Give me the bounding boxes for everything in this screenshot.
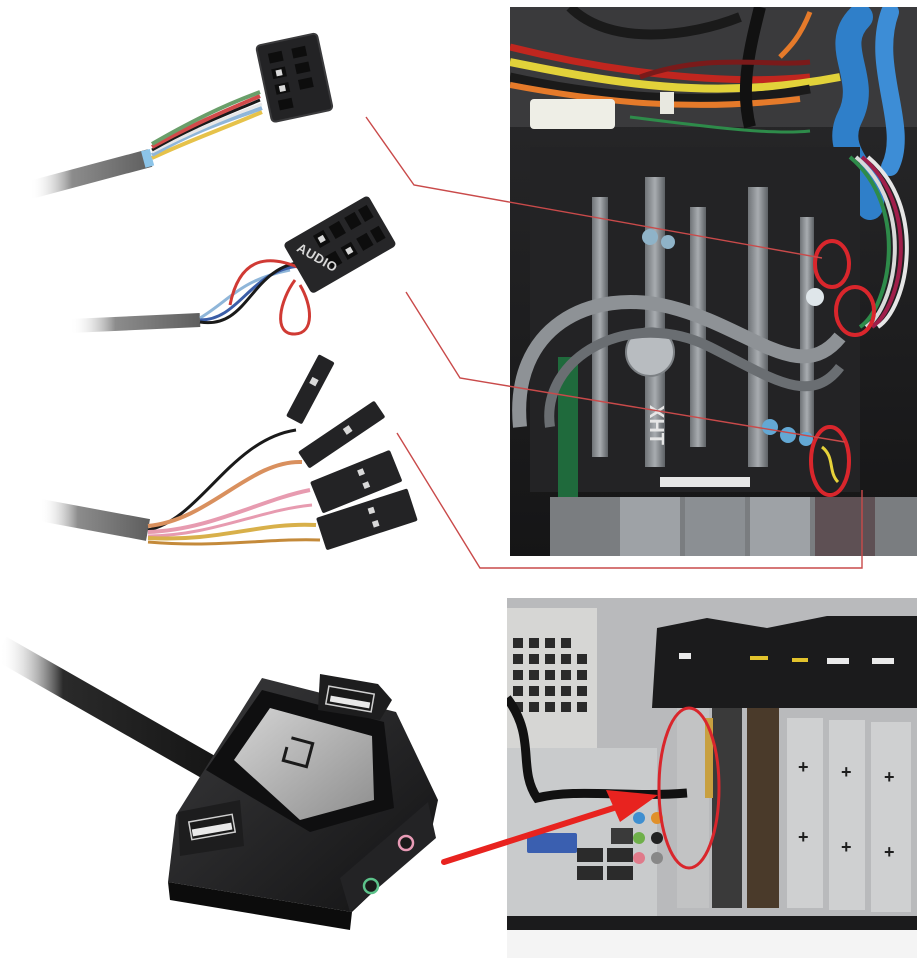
usb-header-connector bbox=[255, 32, 334, 123]
front-panel-connector-2pin-b bbox=[316, 488, 418, 550]
callout-line-front-panel bbox=[396, 432, 863, 569]
highlight-circle-usb-header bbox=[813, 239, 851, 289]
usb-port-top[interactable] bbox=[318, 674, 392, 720]
front-panel-connector-2pin-a bbox=[310, 450, 402, 513]
audio-header-connector: AUDIO bbox=[284, 196, 396, 293]
highlight-circle-audio-header bbox=[834, 285, 876, 337]
case-rear-scene: + + + + + + bbox=[507, 598, 917, 958]
blue-sata-cable bbox=[832, 7, 905, 220]
case-rear-photo: + + + + + + bbox=[507, 598, 917, 958]
callout-line-audio bbox=[405, 291, 846, 443]
front-panel-connector-1pin-b bbox=[298, 401, 385, 468]
audio-loop-wire bbox=[279, 279, 311, 336]
front-panel-connector-1pin-a bbox=[286, 354, 335, 424]
slot-covers bbox=[550, 497, 917, 556]
switch-puck-cable bbox=[0, 636, 217, 780]
svg-text:+: + bbox=[798, 757, 809, 777]
molex-connector bbox=[530, 99, 615, 129]
audio-jack-headphone[interactable] bbox=[362, 877, 380, 895]
audio-jack-mic[interactable] bbox=[397, 834, 415, 852]
front-panel-ribbon bbox=[848, 155, 909, 329]
svg-text:+: + bbox=[841, 762, 852, 782]
svg-text:+: + bbox=[798, 827, 809, 847]
motherboard-silkscreen: XHT bbox=[645, 405, 667, 445]
svg-text:+: + bbox=[884, 767, 895, 787]
motherboard-scene: XHT bbox=[510, 7, 917, 556]
vga-port bbox=[527, 833, 577, 853]
callout-lines bbox=[365, 116, 863, 569]
highlight-circle-front-panel-header bbox=[809, 425, 851, 497]
expansion-slot-covers: + + + + + + bbox=[677, 708, 911, 912]
callout-line-usb bbox=[365, 116, 823, 259]
switch-puck bbox=[168, 674, 438, 930]
audio-header-cable bbox=[69, 259, 311, 336]
usb-header-cable bbox=[27, 90, 263, 199]
power-button[interactable] bbox=[234, 708, 374, 820]
motherboard-photo: XHT bbox=[510, 7, 917, 556]
red-arrow bbox=[441, 790, 658, 865]
svg-text:+: + bbox=[884, 842, 895, 862]
highlight-circle-rear-cable bbox=[657, 706, 721, 870]
svg-text:+: + bbox=[841, 837, 852, 857]
power-icon bbox=[281, 736, 315, 769]
pci-bracket-bar bbox=[652, 616, 917, 708]
front-panel-cable bbox=[37, 428, 321, 546]
usb-port-side[interactable] bbox=[178, 800, 244, 856]
